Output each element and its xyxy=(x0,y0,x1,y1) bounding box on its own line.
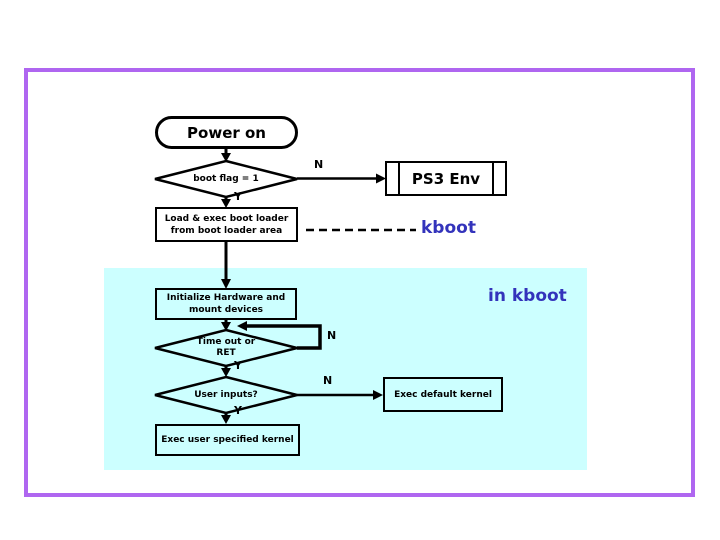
bootflag-label: boot flag = 1 xyxy=(193,173,259,184)
branch-label-timeout-no: N xyxy=(327,329,337,342)
loop-timeout-no xyxy=(237,321,322,350)
arrow-bootflag-to-load xyxy=(221,197,231,208)
timeout-label: Time out or RET xyxy=(196,337,256,358)
power-on-label: Power on xyxy=(187,123,266,142)
in-kboot-annotation: in kboot xyxy=(488,286,567,306)
branch-label-bootflag-yes: Y xyxy=(234,190,242,203)
ps3-env-label: PS3 Env xyxy=(411,169,481,188)
branch-label-userinputs-no: N xyxy=(323,374,333,387)
in-kboot-region-background xyxy=(104,268,587,470)
slide-border-frame xyxy=(24,68,695,497)
userinputs-label: User inputs? xyxy=(194,389,258,400)
kboot-annotation: kboot xyxy=(421,218,476,238)
branch-label-bootflag-no: N xyxy=(314,158,324,171)
load-exec-bootloader-box: Load & exec boot loader from boot loader… xyxy=(155,207,298,242)
arrow-initialize-to-timeout xyxy=(221,320,231,331)
initialize-hardware-box: Initialize Hardware and mount devices xyxy=(155,288,297,320)
predef-right-bar xyxy=(492,163,494,194)
branch-label-timeout-yes: Y xyxy=(234,359,242,372)
exec-default-kernel-box: Exec default kernel xyxy=(383,377,503,412)
exec-user-kernel-box: Exec user specified kernel xyxy=(155,424,300,456)
arrow-bootflag-to-ps3env xyxy=(297,173,386,184)
predef-left-bar xyxy=(398,163,400,194)
ps3-env-predefined-process: PS3 Env xyxy=(385,161,507,196)
arrow-timeout-to-userinputs xyxy=(221,366,231,377)
arrow-poweron-to-bootflag xyxy=(221,149,231,162)
power-on-terminal: Power on xyxy=(155,116,298,149)
arrow-userinputs-to-execdefault xyxy=(297,390,383,400)
branch-label-userinputs-yes: Y xyxy=(234,404,242,417)
arrow-load-to-initialize xyxy=(221,242,231,289)
arrow-userinputs-to-execuser xyxy=(221,413,231,424)
